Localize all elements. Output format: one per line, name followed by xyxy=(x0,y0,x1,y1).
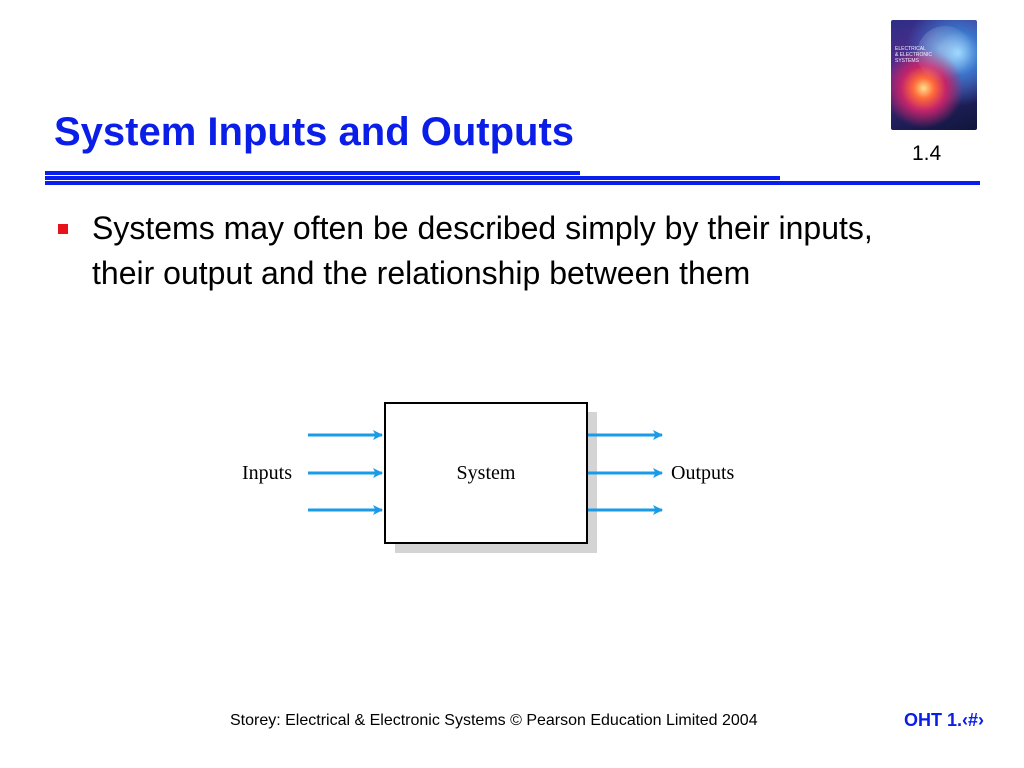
outputs-label: Outputs xyxy=(671,462,735,484)
footer-page-code: OHT 1.‹#› xyxy=(903,710,984,730)
cover-disc-graphic xyxy=(917,26,973,82)
book-cover-image: ELECTRICAL & ELECTRONIC SYSTEMS xyxy=(891,20,977,130)
slide-title: System Inputs and Outputs xyxy=(54,110,575,154)
bullet-text: Systems may often be described simply by… xyxy=(92,210,873,291)
inputs-label: Inputs xyxy=(242,462,292,484)
cover-title: ELECTRICAL & ELECTRONIC SYSTEMS xyxy=(895,46,975,64)
system-label: System xyxy=(457,462,516,484)
cover-title-line: SYSTEMS xyxy=(895,58,919,64)
bullet-square-icon xyxy=(58,224,68,234)
divider-line xyxy=(45,181,980,185)
title-divider xyxy=(45,169,980,185)
system-box xyxy=(384,402,588,544)
divider-line xyxy=(45,176,780,180)
footer-credit: Storey: Electrical & Electronic Systems … xyxy=(230,712,758,729)
cover-title-line: & ELECTRONIC xyxy=(895,52,932,58)
slide-number: 1.4 xyxy=(912,142,942,165)
cover-title-line: ELECTRICAL xyxy=(895,46,926,52)
divider-line xyxy=(45,171,580,175)
system-diagram: System Inputs Outputs xyxy=(242,402,735,553)
